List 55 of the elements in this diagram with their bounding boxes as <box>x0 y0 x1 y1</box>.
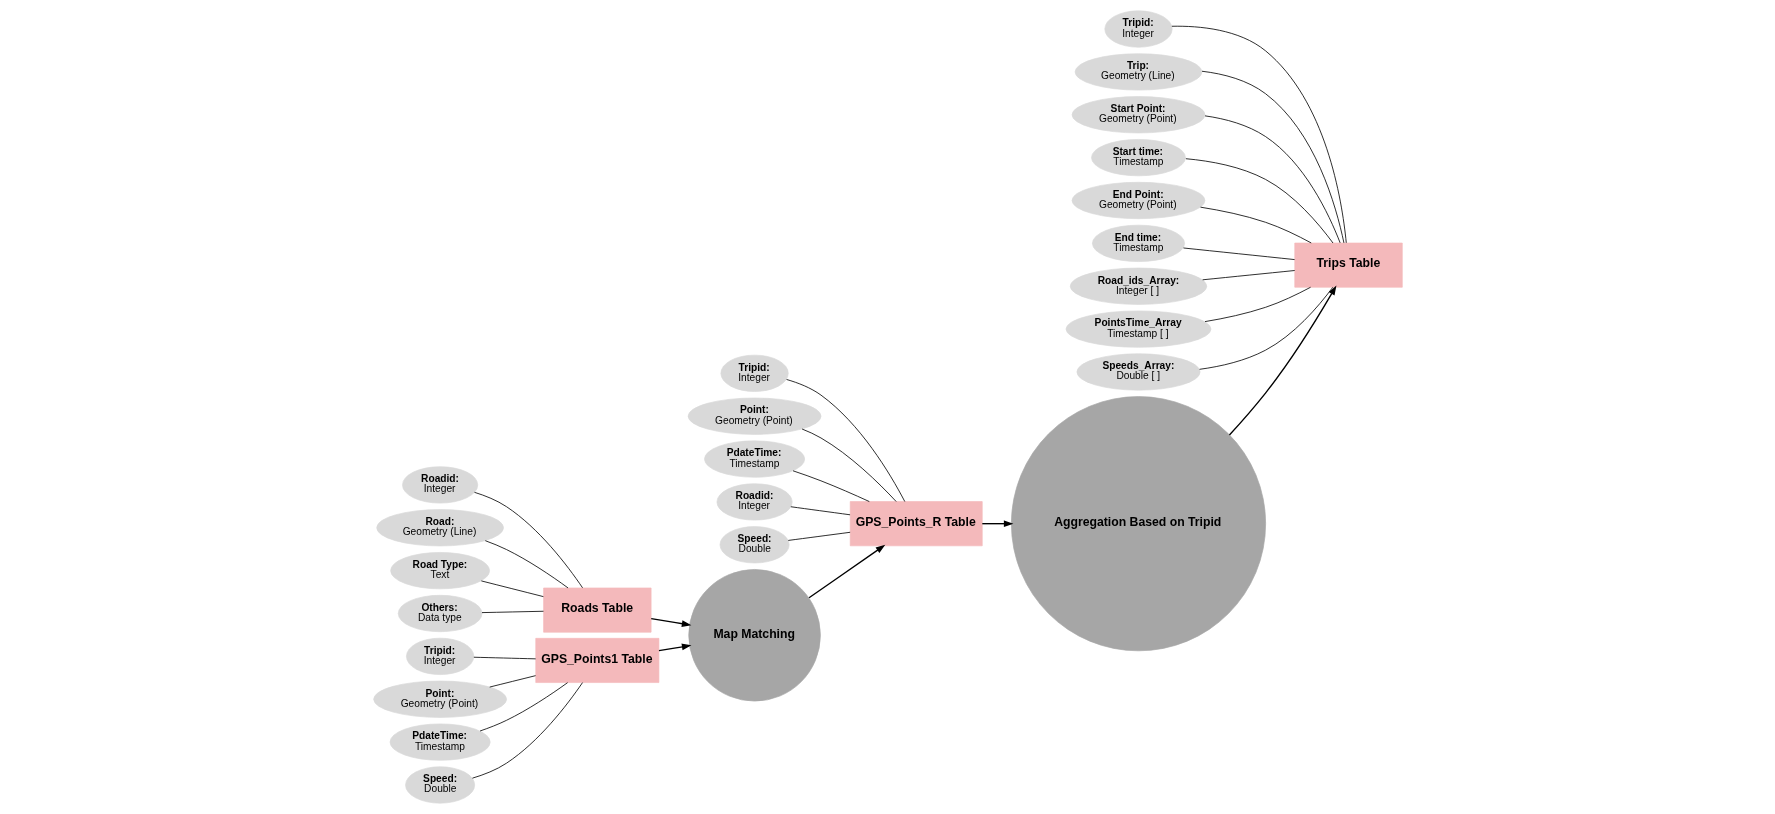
node-ellipse: Others: Data type <box>397 594 482 633</box>
node-ellipse: Start Point: Geometry (Point) <box>1071 96 1205 134</box>
connector <box>473 491 583 589</box>
node-ellipse: Point: Geometry (Point) <box>687 397 821 435</box>
node-circle: Map Matching <box>687 569 821 702</box>
node-ellipse: Speeds_Array: Double [ ] <box>1076 353 1200 391</box>
node-box: GPS_Points_R Table <box>849 501 983 547</box>
connector <box>472 656 536 660</box>
node-ellipse: Trip: Geometry (Line) <box>1074 53 1202 91</box>
node-ellipse: PdateTime: Timestamp <box>389 723 490 761</box>
arrow <box>650 618 691 627</box>
node-ellipse: Roadid: Integer <box>401 466 478 504</box>
node-ellipse: Start time: Timestamp <box>1090 139 1186 177</box>
arrow <box>1228 285 1336 436</box>
connector <box>1201 70 1344 244</box>
node-ellipse: Road_ids_Array: Integer [ ] <box>1069 267 1207 305</box>
node-box: Roads Table <box>542 587 651 633</box>
node-ellipse: Tripid: Integer <box>1104 10 1172 48</box>
node-ellipse: Tripid: Integer <box>720 354 789 392</box>
connector <box>1184 158 1333 244</box>
connector <box>480 580 544 598</box>
connector <box>801 428 897 502</box>
connector <box>1204 286 1311 323</box>
connector <box>1199 206 1312 244</box>
node-ellipse: Point: Geometry (Point) <box>372 680 507 718</box>
connector <box>789 506 850 516</box>
connector <box>1182 247 1295 260</box>
node-ellipse: PointsTime_Array Timestamp [ ] <box>1065 310 1211 348</box>
connector <box>787 531 851 541</box>
node-ellipse: Road: Geometry (Line) <box>375 509 504 547</box>
node-ellipse: PdateTime: Timestamp <box>703 440 805 478</box>
connector <box>1170 25 1347 244</box>
connector <box>479 682 568 732</box>
node-ellipse: Road Type: Text <box>389 552 490 590</box>
arrow <box>657 643 691 652</box>
connector <box>484 540 568 589</box>
node-ellipse: Speed: Double <box>719 526 789 564</box>
node-ellipse: Tripid: Integer <box>405 637 474 675</box>
connector <box>488 675 536 688</box>
node-ellipse: End Point: Geometry (Point) <box>1071 181 1205 220</box>
node-box: GPS_Points1 Table <box>534 638 659 683</box>
node-ellipse: End time: Timestamp <box>1091 224 1185 262</box>
node-circle: Aggregation Based on Tripid <box>1010 396 1266 652</box>
connector <box>785 379 905 502</box>
connector <box>1201 270 1295 281</box>
connector <box>1198 286 1333 370</box>
connector <box>1204 115 1341 244</box>
node-ellipse: Roadid: Integer <box>716 483 793 521</box>
arrow <box>807 544 885 599</box>
arrow <box>981 520 1013 528</box>
connector <box>471 682 583 779</box>
connector <box>481 610 544 613</box>
node-box: Trips Table <box>1293 242 1403 288</box>
node-ellipse: Speed: Double <box>404 766 475 804</box>
connector <box>792 470 870 502</box>
